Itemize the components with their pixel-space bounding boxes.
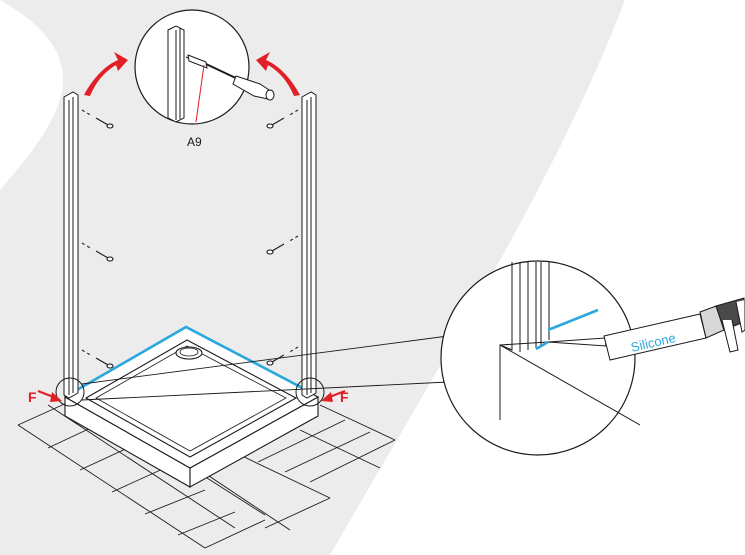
screwdriver-icon <box>205 63 275 101</box>
red-arrow-icon <box>256 52 300 96</box>
a9-leader-line <box>195 64 205 123</box>
detail-marker-right <box>295 377 325 407</box>
screw-icon <box>81 242 114 262</box>
screw-icon <box>81 349 114 369</box>
screws-right <box>266 109 299 366</box>
magnifier-circle-icon <box>134 9 275 125</box>
wall-profile-left <box>63 91 79 399</box>
shower-tray <box>63 326 320 488</box>
silicone-gun-icon <box>547 297 745 361</box>
screw-icon <box>266 235 299 255</box>
screw-icon <box>266 346 299 366</box>
force-label-left: F <box>28 389 37 405</box>
detail-marker-left <box>55 377 85 407</box>
screw-icon <box>81 109 114 129</box>
force-arrow-right <box>321 389 346 402</box>
detail-connector <box>81 335 449 401</box>
force-arrow-left <box>37 389 62 402</box>
screws-left <box>81 109 114 369</box>
wall-profile-right <box>301 91 317 399</box>
screw-icon <box>266 109 299 129</box>
seal-line <box>69 325 315 396</box>
red-arrow-icon <box>84 52 128 96</box>
force-label-right: F <box>340 389 349 405</box>
part-label-a9: A9 <box>187 135 202 149</box>
silicone-detail-magnifier <box>440 260 641 456</box>
